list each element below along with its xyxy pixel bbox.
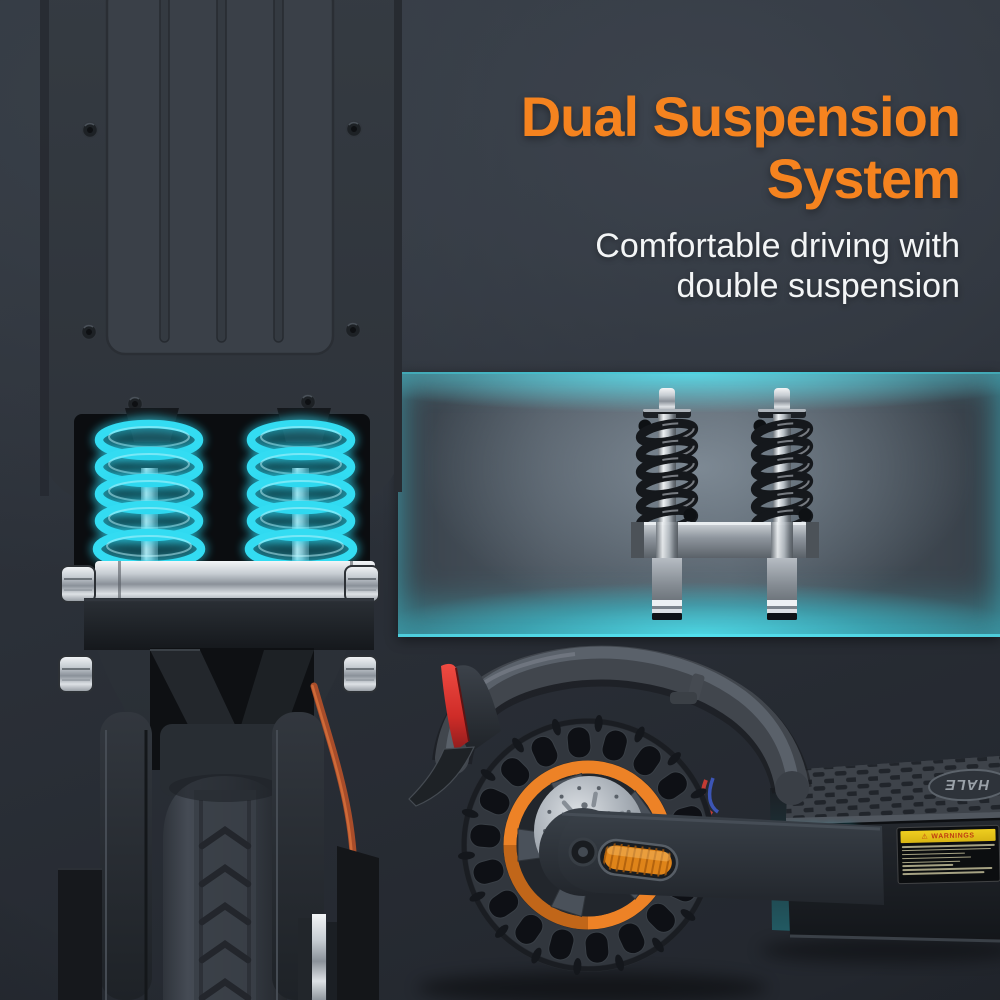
front-brake-caliper: [298, 914, 339, 1000]
subtitle: Comfortable driving with double suspensi…: [521, 226, 960, 306]
brand-badge: [928, 768, 1000, 802]
fork-outer-plate-left: [58, 868, 102, 1000]
warning-fine-print-line: [901, 843, 995, 848]
headline-line2: System: [766, 147, 961, 210]
tail-light: [441, 663, 501, 753]
front-tire: [163, 774, 287, 1000]
warning-label: ⚠ WARNINGS: [896, 824, 1000, 885]
swingarm: [539, 808, 884, 905]
headline-block: Dual Suspension System Comfortable drivi…: [520, 85, 961, 306]
warning-fine-print: [898, 841, 1000, 875]
subtitle-line1: Comfortable driving with: [595, 227, 960, 265]
warning-fine-print-line: [901, 847, 992, 852]
front-suspension-scene: [40, 0, 402, 1000]
side-reflector: [597, 838, 679, 882]
warning-fine-print-line: [902, 860, 960, 864]
folding-crossbar: [84, 598, 374, 650]
warning-fine-print-line: [902, 856, 971, 860]
suspension-band: [398, 372, 1000, 637]
deck-grip-surface: HALE: [786, 756, 1000, 827]
fork-outer-plate-right: [337, 846, 379, 1000]
coil-spring-glow-left: [89, 414, 209, 574]
front-fork-left: [100, 712, 152, 1000]
shock-absorbers-illustration: [631, 374, 819, 620]
deck-shadow: [760, 937, 1000, 963]
wheel-shadow: [417, 972, 767, 1000]
coil-spring-glow-right: [241, 414, 361, 574]
subtitle-line2: double suspension: [676, 267, 960, 305]
headline-line1: Dual Suspension: [520, 85, 961, 148]
fender-blade: [408, 746, 475, 807]
bracket-leg-right: [767, 558, 797, 620]
warning-label-title: WARNINGS: [931, 831, 975, 840]
page-title: Dual Suspension System: [520, 85, 961, 210]
rear-wheel-scene: HALE: [408, 645, 1000, 1000]
mounting-bracket: [631, 522, 819, 558]
fender-hook: [670, 673, 705, 704]
chrome-crossbar: [95, 561, 375, 603]
warning-fine-print-line: [902, 864, 954, 868]
rear-fender: [408, 645, 812, 807]
warning-triangle-icon: ⚠: [921, 833, 929, 841]
deck-inner-panel: [105, 0, 335, 356]
warning-fine-print-line: [901, 852, 966, 856]
brand-text: HALE: [945, 776, 990, 793]
warning-fine-print-line: [902, 871, 985, 875]
bracket-leg-left: [652, 558, 682, 620]
